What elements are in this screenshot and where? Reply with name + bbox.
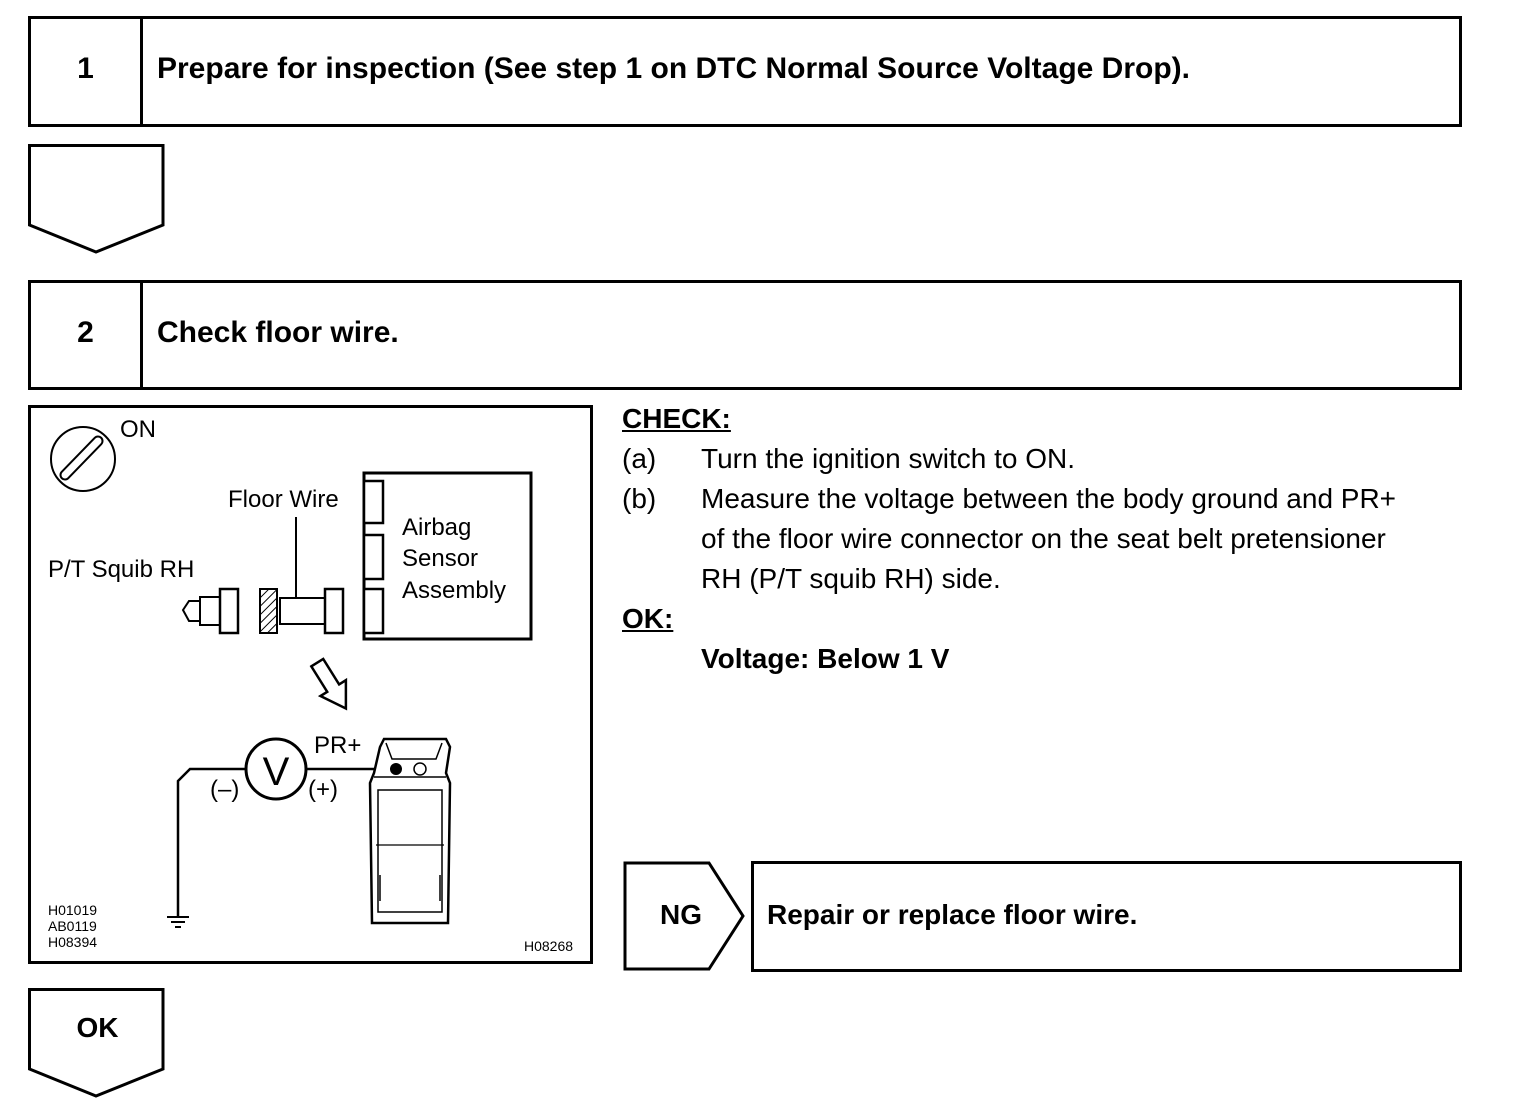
step-2-box (28, 280, 1462, 390)
check-b-line-2: of the floor wire connector on the seat … (701, 523, 1386, 554)
ref-code-main: H08268 (524, 938, 573, 954)
pr-plus-label: PR+ (314, 732, 361, 759)
step-2-number: 2 (77, 316, 94, 349)
step-1-title: Prepare for inspection (See step 1 on DT… (157, 52, 1190, 85)
check-heading: CHECK: (622, 403, 731, 434)
ng-arrow-icon (623, 861, 745, 971)
check-b-label: (b) (622, 483, 657, 514)
floor-wire-label: Floor Wire (228, 486, 339, 513)
step-1-divider (140, 16, 143, 127)
check-a-text: Turn the ignition switch to ON. (701, 443, 1076, 474)
step-1-number: 1 (77, 52, 94, 85)
pretensioner-connector-icon (368, 737, 452, 925)
ok-heading: OK: (622, 603, 674, 634)
airbag-label-1: Airbag (402, 514, 471, 541)
positive-lead-label: (+) (308, 776, 338, 803)
check-b-line-1: Measure the voltage between the body gro… (701, 483, 1397, 514)
floor-wire-connector-icon (279, 587, 345, 635)
step-1-box (28, 16, 1462, 127)
airbag-label-3: Assembly (402, 577, 506, 604)
ng-action-box (751, 861, 1462, 972)
ignition-on-label: ON (120, 416, 156, 443)
ok-label: OK (76, 1012, 119, 1043)
squib-label: P/T Squib RH (48, 556, 194, 583)
airbag-sensor-box (362, 471, 533, 641)
ground-icon (167, 916, 189, 928)
step-2-title: Check floor wire. (157, 316, 399, 349)
voltmeter-symbol: V (263, 750, 290, 794)
squib-connector-icon (181, 587, 240, 635)
wiring-diagram: ON Floor Wire Airbag Sensor Assembly P/T… (48, 416, 573, 954)
ok-arrow-icon (28, 988, 165, 1098)
floor-wire-connector-hatched (259, 588, 278, 634)
ng-action-text: Repair or replace floor wire. (767, 899, 1138, 930)
negative-lead-label: (–) (210, 776, 239, 803)
ref-code-3: H08394 (48, 934, 97, 950)
ref-code-2: AB0119 (48, 918, 97, 934)
voltage-spec: Voltage: Below 1 V (701, 643, 950, 674)
step-2-divider (140, 280, 143, 390)
continue-arrow-icon (28, 144, 165, 254)
check-a-label: (a) (622, 443, 657, 474)
ref-code-1: H01019 (48, 902, 97, 918)
airbag-label-2: Sensor (402, 545, 478, 572)
ng-label: NG (660, 899, 702, 930)
check-b-line-3: RH (P/T squib RH) side. (701, 563, 1001, 594)
ignition-key-icon (50, 426, 116, 492)
hollow-down-arrow-icon (309, 657, 348, 711)
